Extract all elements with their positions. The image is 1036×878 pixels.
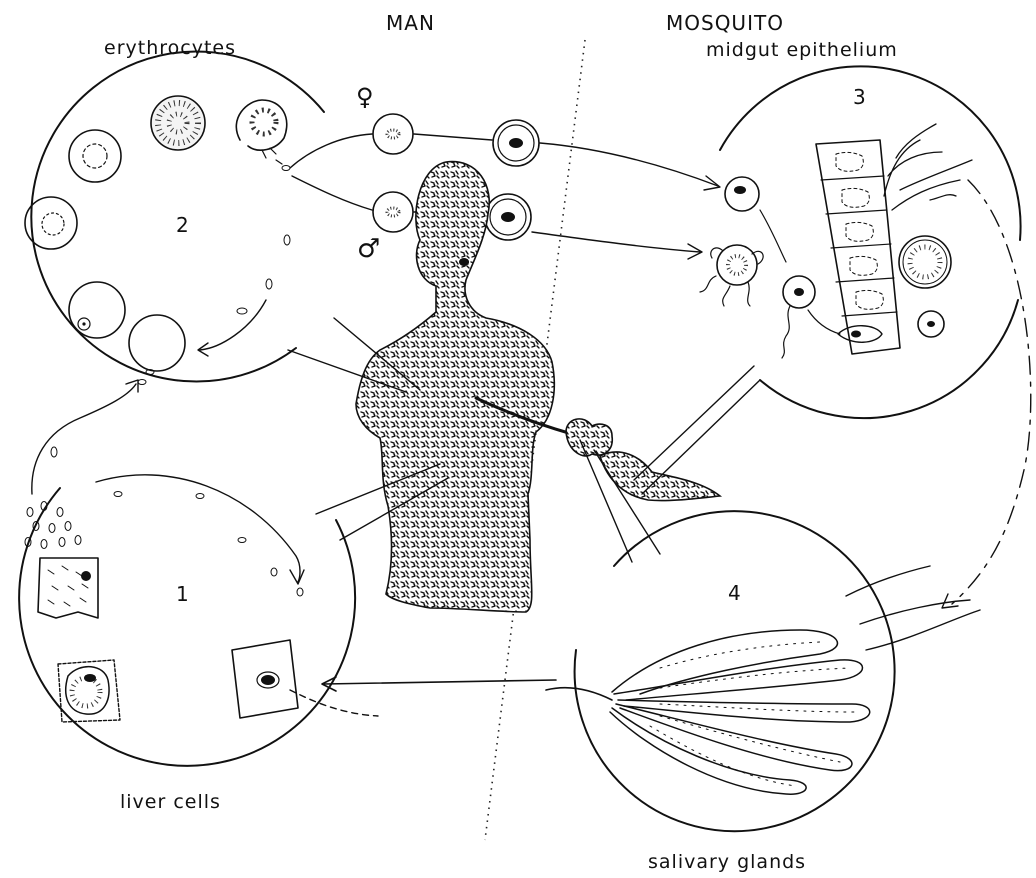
- arrow-to-male-gametocyte: [292, 176, 372, 210]
- stage-number-3: 3: [853, 85, 866, 109]
- free-merozoites-blood: [138, 235, 290, 385]
- blood-cycle-arrow: [200, 300, 266, 350]
- caption-liver-cells: liver cells: [120, 791, 221, 813]
- zygote: [725, 177, 759, 211]
- header-mosquito: MOSQUITO: [666, 11, 784, 35]
- liver-cell-rupturing: [38, 558, 98, 618]
- arrow-salivary-to-liver: [324, 680, 556, 684]
- liver-cycle-arrowhead: [290, 570, 304, 584]
- stage-number-4: 4: [728, 581, 741, 605]
- exflagellating-microgametocyte: [700, 245, 763, 306]
- female-gametocyte: [373, 114, 413, 154]
- liver-cycle-arrow: [96, 475, 300, 582]
- erythrocyte-schizont-bursting: [236, 100, 290, 171]
- arrow-female-gamete-to-midgut: [540, 143, 718, 186]
- ookinete: [782, 276, 815, 358]
- female-symbol: ♀: [356, 83, 374, 111]
- male-symbol: ♂: [357, 234, 380, 264]
- human-host-figure: [356, 162, 554, 612]
- caption-erythrocytes: erythrocytes: [104, 37, 236, 59]
- arrow-male-gamete-to-midgut: [532, 232, 700, 252]
- erythrocyte-uninfected: [129, 315, 185, 371]
- salivary-duct: [546, 688, 612, 700]
- arrow-to-female-gametocyte: [290, 134, 372, 168]
- ookinete-penetrating-cell: [838, 326, 882, 343]
- liver-cell-sporozoite: [232, 640, 298, 718]
- midgut-epithelium-cells: [816, 140, 900, 354]
- stage-3-midgut-circle: [720, 66, 1021, 418]
- merozoite-in-transit: [51, 447, 57, 457]
- arrowhead-female-gamete-to-midgut: [704, 176, 720, 190]
- stage-4-salivary-circle: [575, 511, 895, 831]
- oocyst: [899, 236, 951, 288]
- caption-midgut-epithelium: midgut epithelium: [706, 39, 898, 61]
- young-oocyst: [918, 311, 944, 337]
- stage-number-2: 2: [176, 213, 189, 237]
- sporozoites-entering-liver: [290, 690, 378, 716]
- erythrocyte-ring-stage: [69, 130, 121, 182]
- salivary-gland-lobes: [610, 630, 870, 794]
- stage-number-1: 1: [176, 582, 189, 606]
- caption-salivary-glands: salivary glands: [648, 851, 806, 873]
- sporozoites-released: [884, 124, 972, 210]
- arrow-ookinete-to-epithelium: [808, 310, 840, 334]
- header-man: MAN: [386, 11, 435, 35]
- erythrocyte-merozoite-entry: [69, 282, 125, 338]
- male-gametocyte: [373, 192, 413, 232]
- erythrocyte-trophozoite: [151, 96, 205, 150]
- arrow-zygote-to-ookinete: [760, 210, 786, 262]
- male-gamete: [485, 194, 531, 240]
- arrow-female-to-gamete: [414, 134, 492, 140]
- arrowhead-liver-to-blood: [126, 380, 138, 392]
- female-gamete: [493, 120, 539, 166]
- stray-dot: [463, 259, 469, 265]
- arrow-liver-to-blood: [32, 384, 136, 494]
- erythrocyte-young-schizont: [25, 197, 77, 249]
- sporozoite-migration-path: [952, 180, 1031, 604]
- liver-cell-schizont: [58, 660, 120, 722]
- liver-merozoites-released: [25, 492, 303, 597]
